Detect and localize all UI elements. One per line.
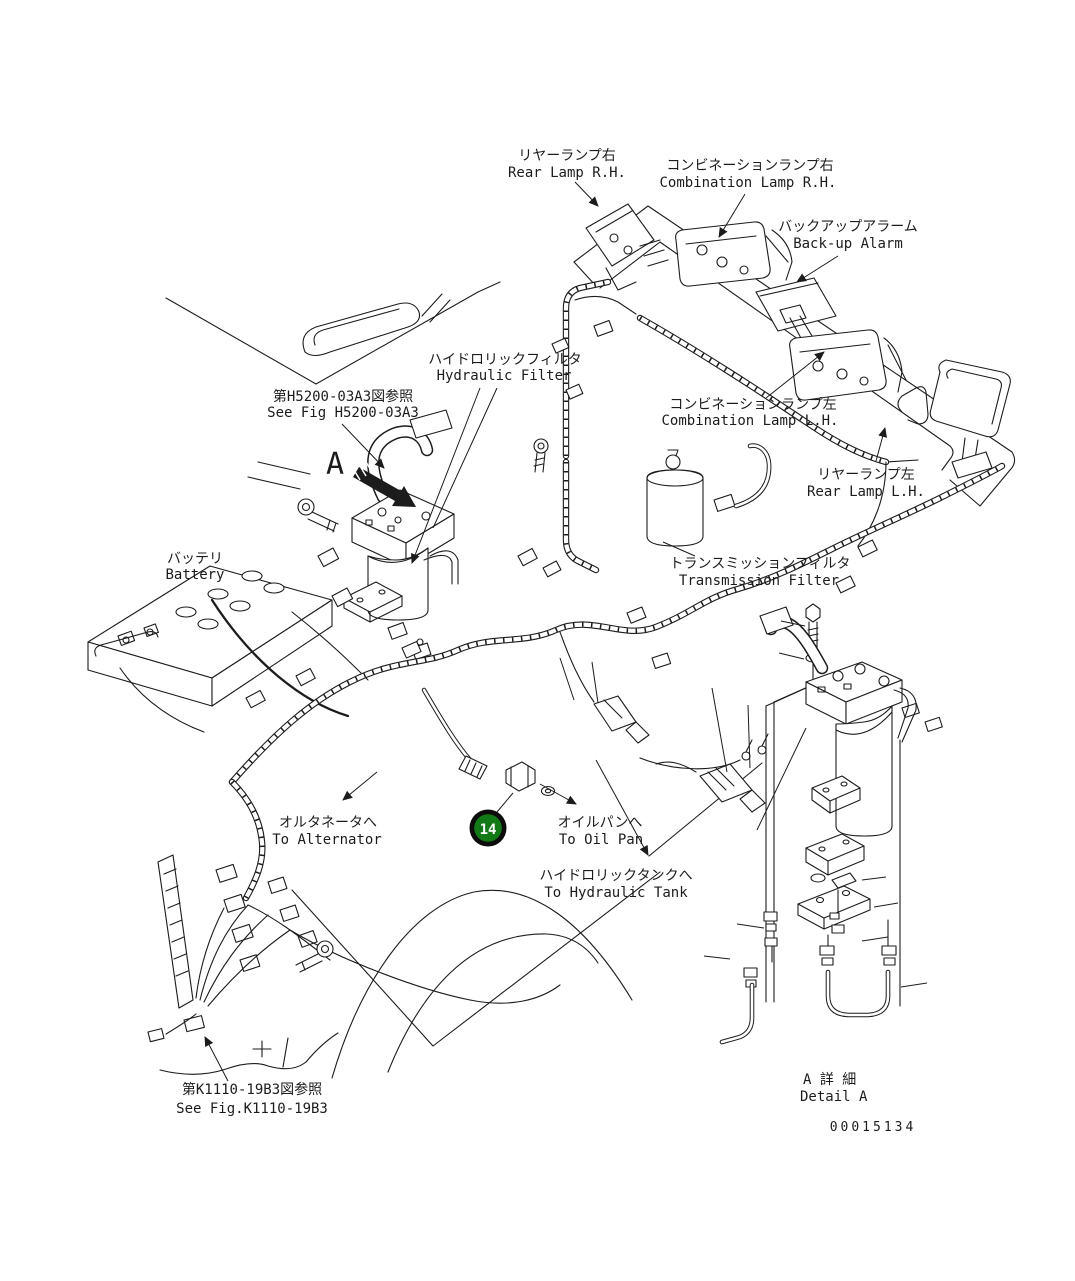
- label-transmission-filter-jp: トランスミッションフィルタ: [669, 556, 850, 572]
- label-combination-lamp-rh-en: Combination Lamp R.H.: [659, 175, 836, 191]
- label-to-oil-pan-en: To Oil Pan: [559, 832, 643, 848]
- label-combination-lamp-rh-jp: コンビネーションランプ右: [666, 158, 833, 174]
- view-letter-a: A: [326, 447, 344, 482]
- rear-frame-drawing: [573, 205, 1016, 547]
- drawing-number: 00015134: [830, 1120, 917, 1135]
- callout-14[interactable]: 14: [469, 809, 507, 847]
- label-rear-lamp-lh-jp: リヤーランプ左: [817, 467, 915, 483]
- wiring-harness-drawing: [228, 278, 1006, 902]
- label-rear-lamp-lh-en: Rear Lamp L.H.: [807, 484, 925, 500]
- connector-cluster-drawing: [147, 854, 561, 1043]
- label-battery-jp: バッテリ: [167, 551, 223, 567]
- backup-alarm-drawing: [755, 277, 837, 341]
- label-see-fig-k1110-en: See Fig.K1110-19B3: [176, 1101, 328, 1117]
- label-to-hydraulic-tank-jp: ハイドロリックタンクへ: [539, 868, 692, 884]
- leader-lines: [204, 181, 928, 1082]
- view-direction-arrow-icon: [353, 467, 416, 507]
- transmission-filter-drawing: [646, 443, 772, 547]
- label-rear-lamp-rh-en: Rear Lamp R.H.: [508, 165, 626, 181]
- callout-circle: [474, 814, 502, 842]
- label-backup-alarm-jp: バックアップアラーム: [778, 219, 918, 235]
- label-battery-en: Battery: [165, 567, 224, 583]
- label-to-alternator-jp: オルタネータへ: [279, 815, 377, 831]
- combination-lamp-lh-drawing: [789, 329, 907, 401]
- battery-drawing: [87, 565, 369, 733]
- detail-a-assembly-drawing: [719, 603, 917, 1045]
- label-detail-a-en: Detail A: [800, 1089, 868, 1105]
- label-detail-a-jp: A 詳 細: [803, 1072, 856, 1088]
- label-see-fig-k1110-jp: 第K1110-19B3図参照: [182, 1081, 322, 1098]
- rear-lamp-rh-drawing: [585, 203, 669, 291]
- view-a-marker: A: [247, 447, 416, 507]
- label-transmission-filter-en: Transmission Filter: [679, 573, 839, 589]
- label-rear-lamp-rh-jp: リヤーランプ右: [518, 148, 616, 164]
- label-to-alternator-en: To Alternator: [272, 832, 382, 848]
- labels: リヤーランプ右 Rear Lamp R.H. コンビネーションランプ右 Comb…: [165, 148, 925, 1135]
- label-hydraulic-filter-jp: ハイドロリックフィルタ: [428, 352, 581, 368]
- label-to-hydraulic-tank-en: To Hydraulic Tank: [544, 885, 688, 901]
- label-see-fig-h5200-en: See Fig H5200-03A3: [267, 405, 419, 421]
- label-to-oil-pan-jp: オイルパンへ: [558, 815, 643, 831]
- fender-arcs: [331, 889, 633, 1079]
- label-combination-lamp-lh-en: Combination Lamp L.H.: [661, 413, 838, 429]
- machine-body-outline: [159, 281, 763, 1075]
- rear-lamp-lh-drawing: [897, 359, 1011, 479]
- label-combination-lamp-lh-jp: コンビネーションランプ左: [669, 397, 836, 413]
- label-hydraulic-filter-en: Hydraulic Filter: [437, 368, 572, 384]
- combination-lamp-rh-drawing: [675, 221, 793, 287]
- label-see-fig-h5200-jp: 第H5200-03A3図参照: [273, 388, 413, 405]
- callout-number: 14: [480, 822, 497, 838]
- label-backup-alarm-en: Back-up Alarm: [793, 236, 903, 252]
- hydraulic-filter-drawing: [343, 409, 459, 660]
